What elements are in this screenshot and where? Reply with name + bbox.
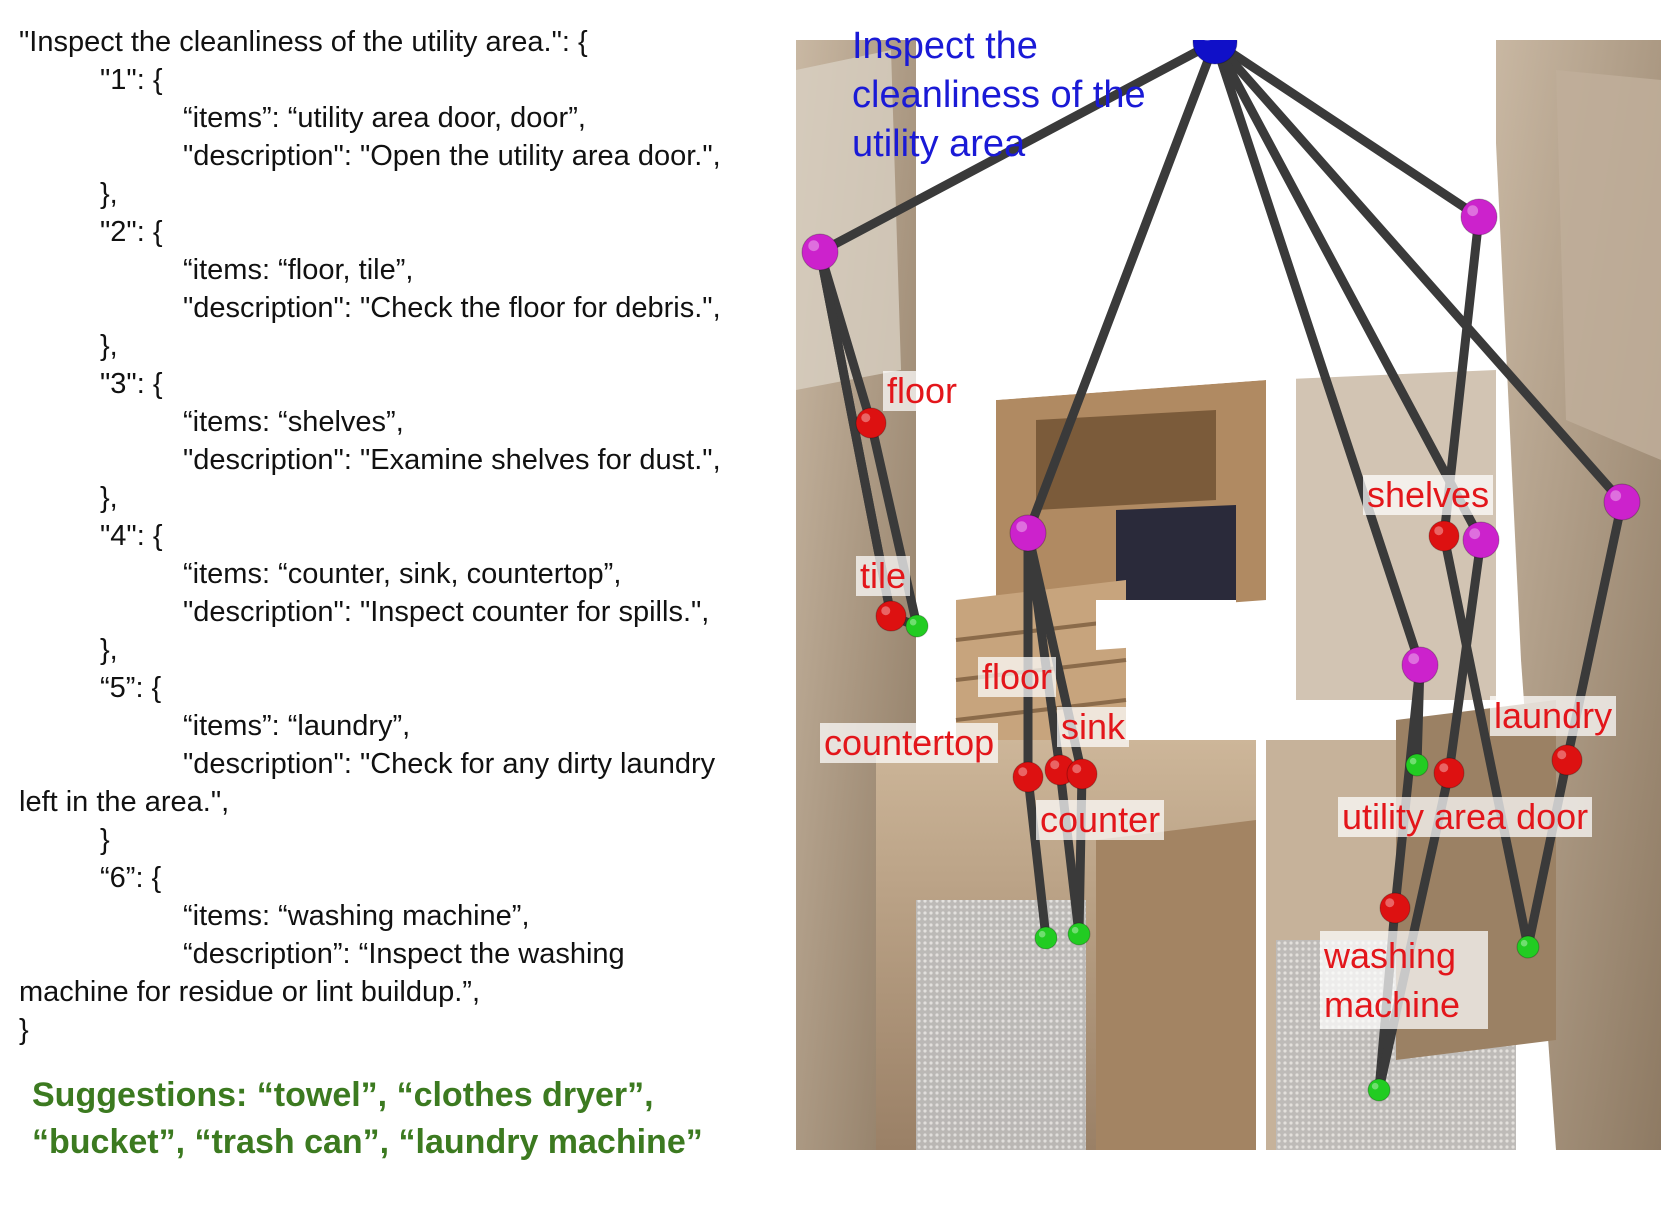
- subtask-node-highlight: [1467, 205, 1479, 217]
- anchor-node: [905, 614, 929, 638]
- object-node: [855, 407, 887, 439]
- object-node: [1428, 520, 1460, 552]
- plan-line: “items: “shelves”,: [183, 406, 404, 438]
- graph-edge: [1210, 40, 1425, 670]
- graph-edge: [1523, 755, 1572, 952]
- subtask-node-highlight: [1469, 528, 1481, 540]
- object-node: [1012, 761, 1044, 793]
- subtask-node-highlight: [1408, 653, 1420, 665]
- object-node-highlight: [1072, 764, 1082, 774]
- subtask-node: [1401, 646, 1439, 684]
- object-node-highlight: [1434, 526, 1444, 536]
- plan-line: "description": "Inspect counter for spil…: [183, 596, 710, 628]
- plan-line: machine for residue or lint buildup.”,: [19, 976, 481, 1008]
- object-label-shelves: shelves: [1363, 475, 1494, 515]
- graph-edge: [1074, 769, 1087, 939]
- subtask-node: [1603, 483, 1641, 521]
- object-label-floor: floor: [978, 657, 1057, 697]
- subtask-node-highlight: [808, 240, 820, 252]
- plan-line: “items: “counter, sink, countertop”,: [183, 558, 622, 590]
- object-node-highlight: [1385, 898, 1395, 908]
- object-label-sink: sink: [1057, 707, 1130, 747]
- object-label-countertop: countertop: [820, 723, 999, 763]
- anchor-node-highlight: [909, 618, 917, 626]
- plan-line: left in the area.",: [19, 786, 230, 818]
- object-node: [1551, 744, 1583, 776]
- plan-line: “items: “floor, tile”,: [183, 254, 414, 286]
- subtask-node-highlight: [1016, 521, 1028, 533]
- plan-line: "2": {: [100, 216, 163, 248]
- root-node: [1192, 40, 1238, 65]
- anchor-node: [1405, 753, 1429, 777]
- subtask-node-highlight: [1610, 490, 1622, 502]
- object-node-highlight: [1050, 760, 1060, 770]
- object-node-highlight: [1557, 750, 1567, 760]
- subtask-node: [801, 233, 839, 271]
- graph-edge: [1210, 40, 1486, 545]
- plan-line: },: [100, 178, 118, 210]
- graph-edge: [815, 247, 896, 621]
- plan-line: "3": {: [100, 368, 163, 400]
- plan-line: "description": "Check the floor for debr…: [183, 292, 721, 324]
- plan-line: "4": {: [100, 520, 163, 552]
- object-label-counter: counter: [1036, 800, 1165, 840]
- object-node: [1379, 892, 1411, 924]
- object-node-highlight: [1439, 763, 1449, 773]
- plan-line: },: [100, 330, 118, 362]
- plan-line: “6”: {: [100, 862, 162, 894]
- anchor-node-highlight: [1371, 1082, 1379, 1090]
- graph-edge: [815, 40, 1220, 257]
- object-label-washing-machine: washing machine: [1320, 931, 1488, 1029]
- plan-line: "description": "Examine shelves for dust…: [183, 444, 721, 476]
- plan-line: “items”: “utility area door, door”,: [183, 102, 586, 134]
- anchor-node: [1367, 1078, 1391, 1102]
- root-task-label: Inspect the cleanliness of the utility a…: [852, 25, 1146, 165]
- suggestions-text: Suggestions: “towel”, “clothes dryer”, “…: [32, 1076, 703, 1161]
- plan-line: }: [100, 824, 110, 856]
- object-node-highlight: [1018, 767, 1028, 777]
- subtask-node: [1009, 514, 1047, 552]
- plan-line: "Inspect the cleanliness of the utility …: [19, 26, 588, 58]
- plan-line: "description": "Open the utility area do…: [183, 140, 721, 172]
- plan-line: "1": {: [100, 64, 163, 96]
- anchor-node-highlight: [1071, 926, 1079, 934]
- task-plan-text: "Inspect the cleanliness of the utility …: [0, 0, 790, 1210]
- subtask-node: [1462, 521, 1500, 559]
- plan-line: “5”: {: [100, 672, 162, 704]
- object-label-utility-area-door: utility area door: [1338, 797, 1593, 837]
- anchor-node: [1067, 922, 1091, 946]
- plan-line: },: [100, 634, 118, 666]
- plan-line: “items: “washing machine”,: [183, 900, 530, 932]
- graph-edge: [1210, 40, 1627, 507]
- graph-edge: [1023, 772, 1051, 943]
- graph-edge: [1023, 40, 1220, 538]
- scene-graph-overlay: [801, 40, 1641, 1102]
- anchor-node-highlight: [1409, 757, 1417, 765]
- object-node: [1433, 757, 1465, 789]
- plan-line: “description”: “Inspect the washing: [183, 938, 625, 970]
- object-node-highlight: [861, 413, 871, 423]
- object-label-tile: tile: [856, 556, 911, 596]
- plan-line: “items”: “laundry”,: [183, 710, 411, 742]
- plan-line: }: [19, 1014, 29, 1046]
- object-node-highlight: [881, 606, 891, 616]
- plan-line: "description": "Check for any dirty laun…: [183, 748, 716, 780]
- object-label-floor: floor: [883, 371, 962, 411]
- anchor-node: [1034, 926, 1058, 950]
- anchor-node-highlight: [1520, 939, 1528, 947]
- subtask-node: [1460, 198, 1498, 236]
- point-cloud-scene: [796, 40, 1661, 1190]
- anchor-node: [1516, 935, 1540, 959]
- object-node: [1066, 758, 1098, 790]
- graph-edge: [1210, 40, 1484, 222]
- plan-line: },: [100, 482, 118, 514]
- object-node: [875, 600, 907, 632]
- graph-edge: [1439, 531, 1533, 952]
- anchor-node-highlight: [1038, 930, 1046, 938]
- root-node-highlight: [1203, 40, 1211, 41]
- object-label-laundry: laundry: [1490, 696, 1617, 736]
